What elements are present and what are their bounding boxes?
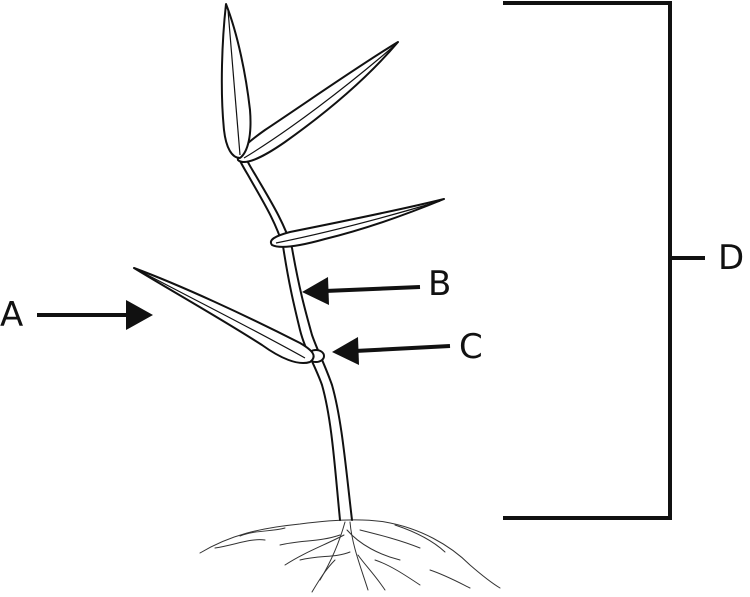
leaf-blade-upper-right	[236, 41, 399, 163]
arrow-b	[302, 277, 421, 305]
soil-mound	[199, 519, 501, 589]
bracket-d	[503, 1, 705, 520]
label-a: A	[0, 295, 23, 335]
arrow-a	[37, 300, 153, 330]
stem	[235, 149, 353, 521]
leaf-blade-top	[220, 3, 252, 159]
label-b: B	[428, 264, 451, 304]
roots	[284, 521, 401, 593]
label-d: D	[718, 238, 744, 278]
label-c: C	[459, 327, 483, 367]
leaf-blade-a	[133, 267, 315, 364]
leaf-blade-middle	[270, 198, 445, 248]
arrow-c	[332, 337, 451, 365]
